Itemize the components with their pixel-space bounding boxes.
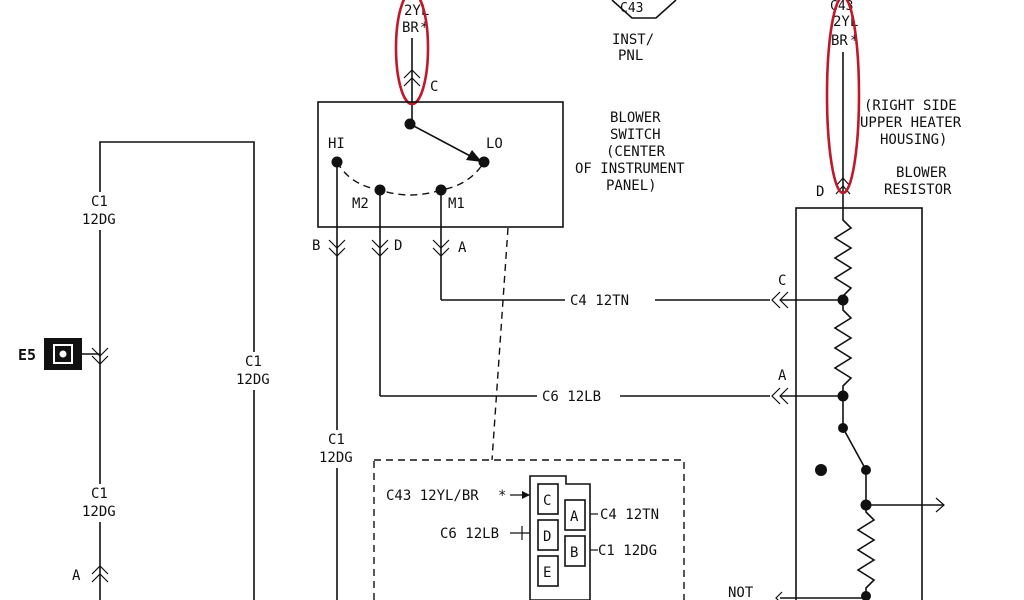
switch-hi-label: HI (328, 136, 345, 152)
switch-m2-label: M2 (352, 196, 369, 212)
inst-pnl-line2: PNL (618, 48, 643, 64)
wire-c6-label: C6 12LB (542, 389, 601, 405)
conn-c1-label: C1 12DG (598, 543, 657, 559)
switch-lo-label: LO (486, 136, 503, 152)
c43-top-center-label: C43 (620, 1, 643, 16)
highlight-left-wire (394, 0, 430, 106)
c1-switch-b-label-b: 12DG (319, 450, 353, 466)
c1-left-top-label-b: 12DG (82, 212, 116, 228)
wire-c6-12lb: C6 12LB A (380, 368, 843, 405)
svg-text:*: * (420, 20, 428, 36)
svg-text:*: * (498, 488, 506, 504)
c43-wire-br-left: BR (402, 20, 419, 36)
resistor-pin-a: A (778, 368, 787, 384)
c1-left-top-label-a: C1 (91, 194, 108, 210)
conn-c43-label: C43 12YL/BR (386, 488, 479, 504)
housing-note-1: (RIGHT SIDE (864, 98, 957, 114)
not-wire: NOT (728, 585, 866, 600)
blower-resistor-label-1: BLOWER (896, 165, 947, 181)
c43-inst-pnl-connector: C43 INST/ PNL (611, 0, 677, 64)
switch-pin-a: A (458, 240, 467, 256)
conn-c6-label: C6 12LB (440, 526, 499, 542)
c1-left-pin-a: A (72, 568, 81, 584)
resistor-pin-d: D (816, 184, 824, 200)
conn-pin-d: D (543, 529, 551, 545)
switch-feed-wire: 2YL BR * C (394, 0, 438, 122)
switch-pin-d: D (394, 238, 402, 254)
conn-pin-b: B (570, 545, 578, 561)
c1-mid-label-a: C1 (245, 354, 262, 370)
c1-switch-b-label-a: C1 (328, 432, 345, 448)
conn-pin-a: A (570, 509, 579, 525)
blower-switch-label-1: BLOWER (610, 110, 661, 126)
blower-switch-label-5: PANEL) (606, 178, 657, 194)
resistor-pin-c: C (778, 273, 786, 289)
blower-resistor: BLOWER RESISTOR (795, 165, 952, 600)
wire-c4-label: C4 12TN (570, 293, 629, 309)
wire-c4-12tn: C4 12TN C (441, 273, 843, 309)
c1-mid-label-b: 12DG (236, 372, 270, 388)
switch-to-connector-dashed-link (491, 227, 509, 461)
inst-pnl-line1: INST/ (612, 32, 654, 48)
switch-m1-label: M1 (448, 196, 465, 212)
blower-resistor-label-2: RESISTOR (884, 182, 952, 198)
blower-switch: HI LO M2 M1 B D A BLOWER SWITCH (CENTER … (312, 101, 685, 600)
conn-pin-c: C (543, 493, 551, 509)
blower-switch-label-3: (CENTER (606, 144, 666, 160)
svg-text:*: * (850, 33, 858, 49)
conn-c4-label: C4 12TN (600, 507, 659, 523)
housing-note-3: HOUSING) (880, 132, 947, 148)
highlight-right-wire (825, 0, 861, 195)
resistor-feed-wire: C43 2YL BR * (RIGHT SIDE UPPER HEATER HO… (816, 0, 962, 210)
c1-left-bottom-label-b: 12DG (82, 504, 116, 520)
blower-switch-label-2: SWITCH (610, 127, 661, 143)
switch-pin-b: B (312, 238, 320, 254)
switch-pin-c: C (430, 79, 438, 95)
c43-wire-br-right: BR (831, 33, 848, 49)
housing-note-2: UPPER HEATER (860, 115, 962, 131)
e5-label: E5 (18, 346, 36, 364)
e5-ground: E5 (18, 338, 100, 370)
conn-pin-e: E (543, 565, 551, 581)
connector-view: C D E A B C43 12YL/BR * C6 12LB C4 12TN … (373, 459, 685, 600)
not-label: NOT (728, 585, 754, 600)
blower-switch-label-4: OF INSTRUMENT (575, 161, 685, 177)
c1-left-bottom-label-a: C1 (91, 486, 108, 502)
